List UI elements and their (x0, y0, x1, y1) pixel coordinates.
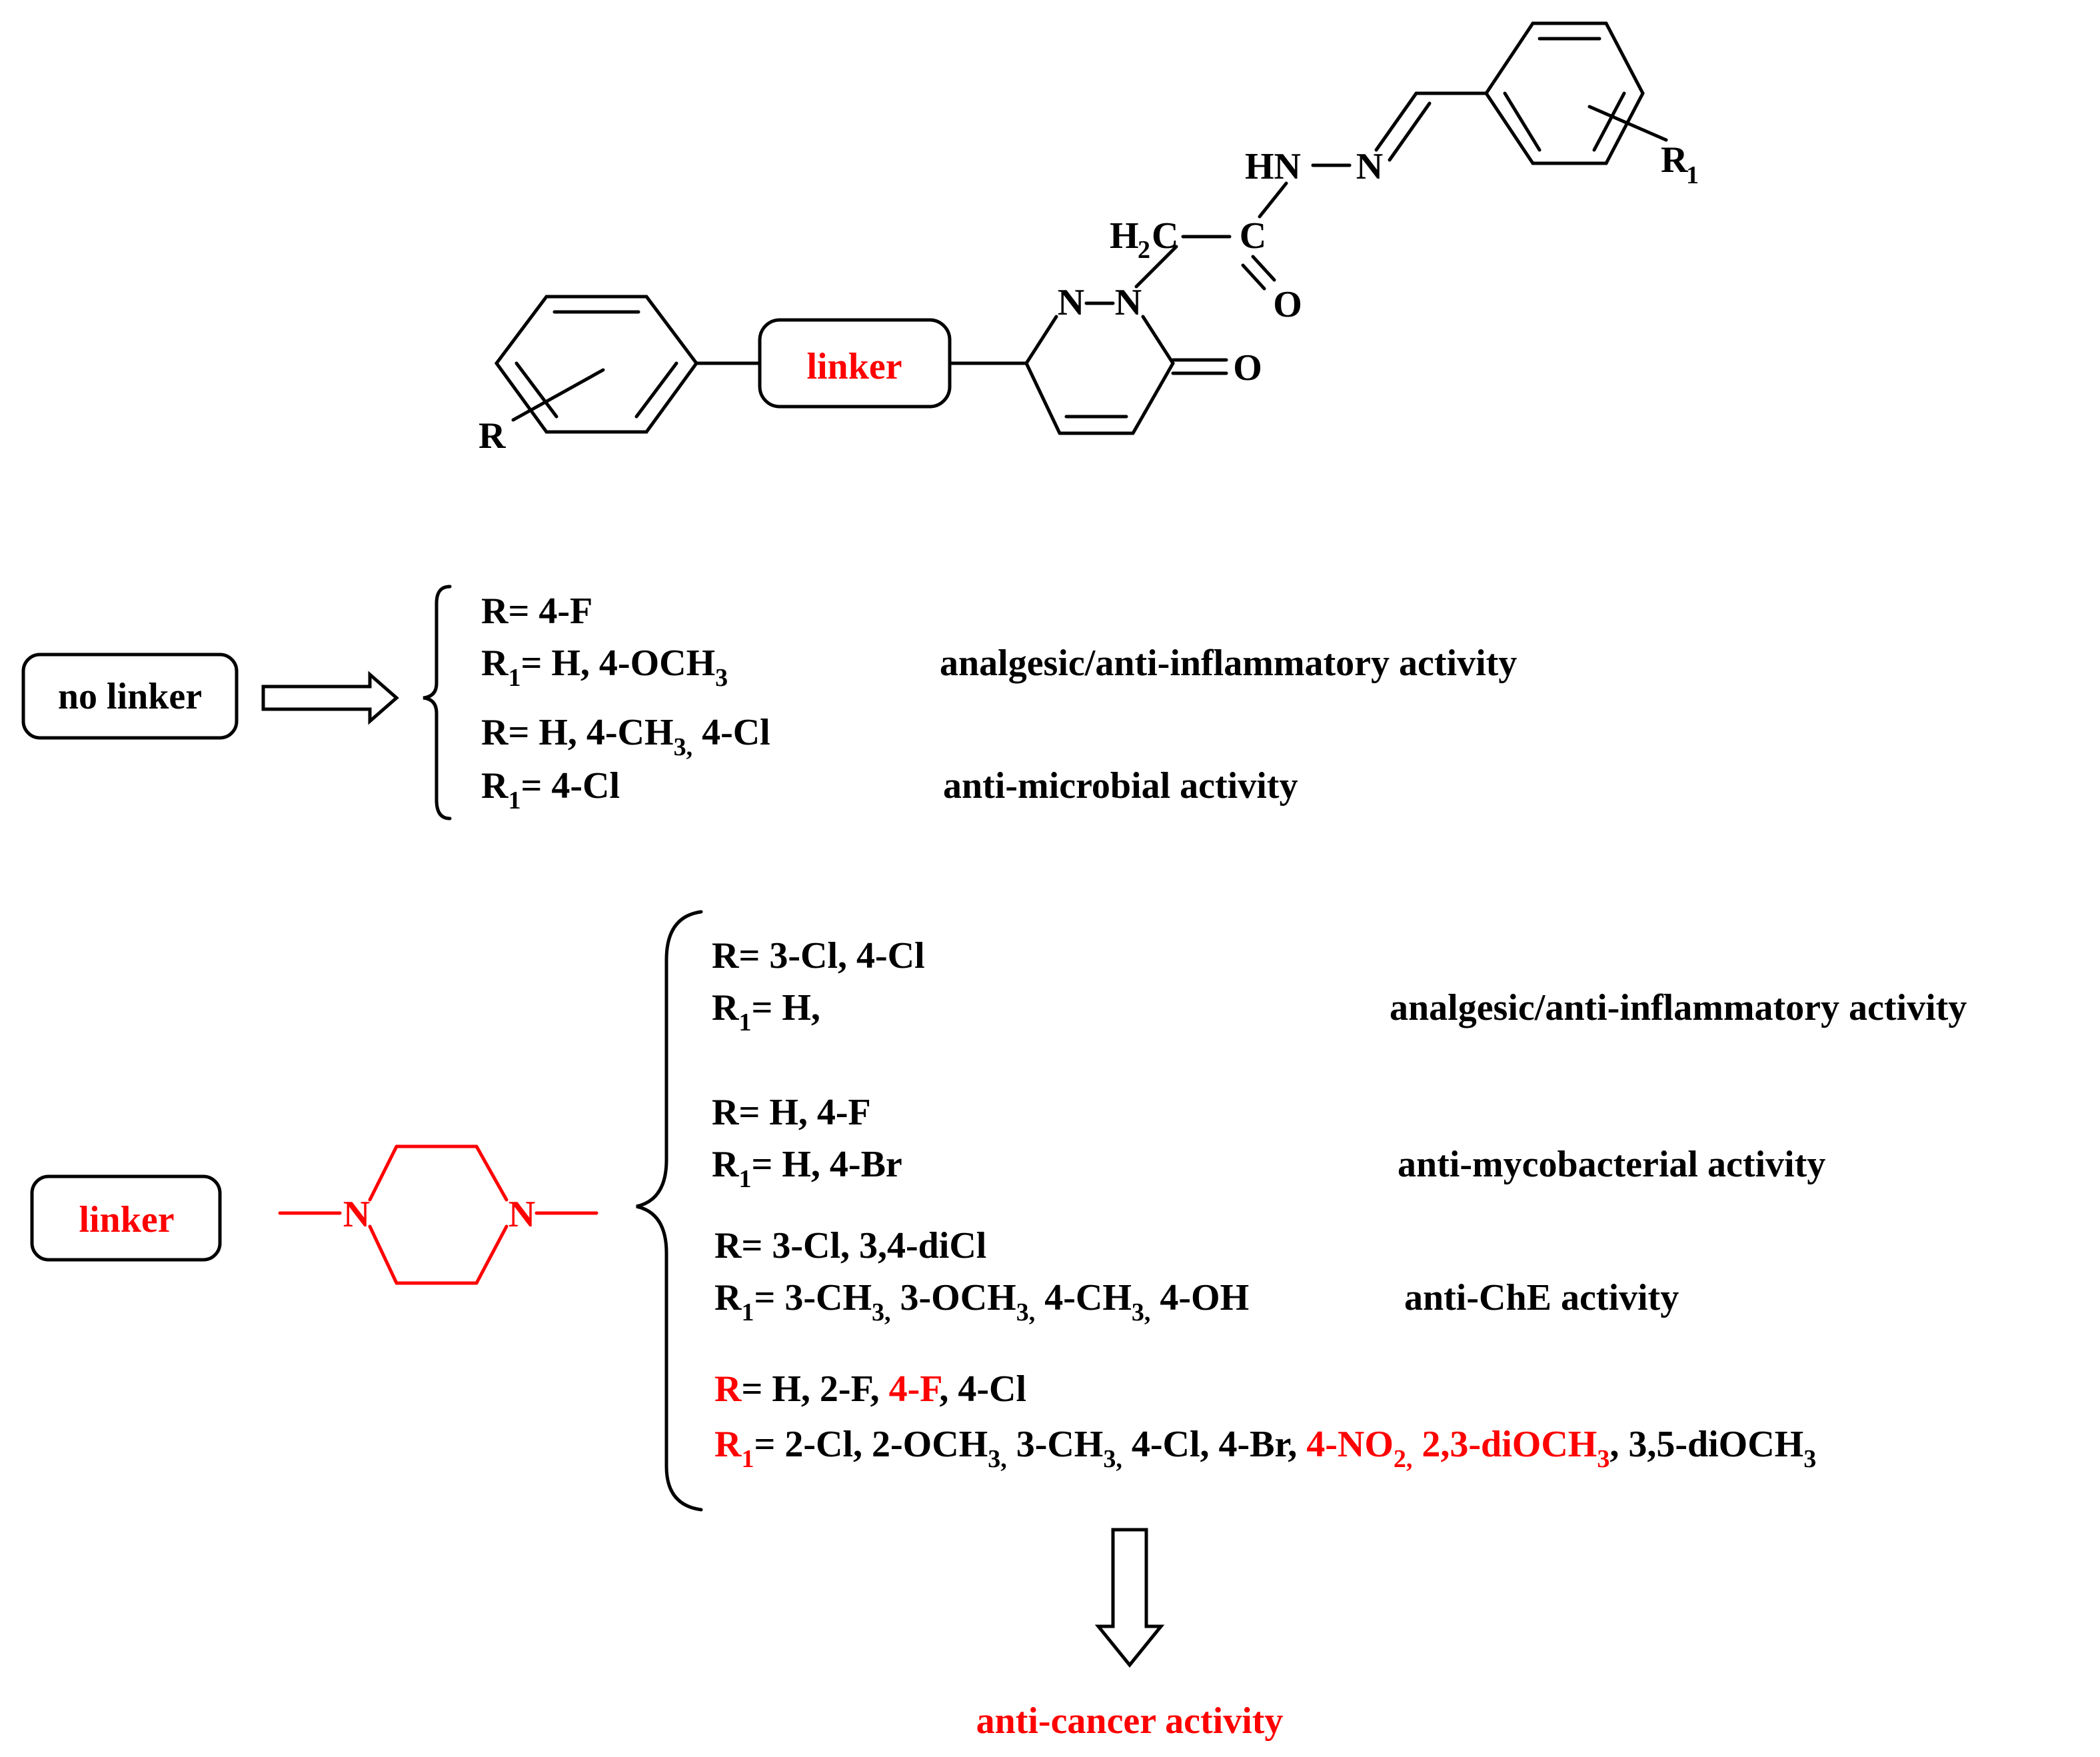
no-linker-activity-1: analgesic/anti-inflammatory activity (940, 643, 1517, 684)
no-linker-r1-2: R1= 4-Cl (481, 765, 620, 815)
pip-activity-2: anti-mycobacterial activity (1398, 1144, 1825, 1185)
pip-r-2: R= H, 4-F (712, 1092, 871, 1133)
piperazine-ring (278, 1144, 598, 1285)
r-substituent-label: R (479, 415, 506, 457)
no-linker-activity-2: anti-microbial activity (943, 765, 1298, 807)
anti-cancer-outcome: anti-cancer activity (976, 1700, 1284, 1742)
core-structure: R linker N N O H 2 C (479, 21, 1699, 457)
hollow-arrow-right-icon (261, 671, 399, 725)
methylene-subscript: 2 (1138, 236, 1150, 264)
pip-r1-3: R1= 3-CH3, 3-OCH3, 4-CH3, 4-OH (714, 1277, 1249, 1326)
pyridazinone-ring (1024, 301, 1228, 435)
ring-carbonyl-oxygen: O (1233, 347, 1262, 389)
ring-nitrogen-1: N (1058, 282, 1084, 323)
piperazine-nitrogen-right: N (509, 1194, 535, 1235)
pip-r1-2: R1= H, 4-Br (712, 1144, 902, 1193)
no-linker-r-2: R= H, 4-CH3, 4-Cl (481, 712, 770, 761)
pip-r-3: R= 3-Cl, 3,4-diCl (714, 1225, 986, 1266)
benzene-ring-right (1484, 21, 1668, 165)
piperazine-nitrogen-left: N (343, 1194, 370, 1235)
methylene-c: C (1152, 215, 1178, 257)
no-linker-label: no linker (58, 676, 202, 717)
no-linker-box (21, 653, 239, 740)
pip-r1-4: R1= 2-Cl, 2-OCH3, 3-CH3, 4-Cl, 4-Br, 4-N… (714, 1424, 1816, 1473)
pip-activity-3: anti-ChE activity (1404, 1277, 1679, 1318)
r1-substituent-subscript: 1 (1686, 161, 1699, 189)
no-linker-section: no linker R= 4-F R1= H, 4-OCH3 analgesic… (21, 585, 1517, 821)
benzene-ring-left (494, 295, 699, 434)
pip-r-4: R= H, 2-F, 4-F, 4-Cl (714, 1368, 1026, 1410)
r1-substituent-label: R (1661, 139, 1688, 181)
no-linker-r1-1: R1= H, 4-OCH3 (481, 643, 728, 692)
linker-label-2: linker (79, 1199, 174, 1240)
linker-box-2 (30, 1174, 222, 1262)
pip-r-1: R= 3-Cl, 4-Cl (712, 935, 925, 976)
piperazine-section: linker N N R= 3-Cl, 4-Cl R1= H, analgesi… (30, 910, 1967, 1742)
curly-brace-icon (423, 585, 452, 821)
no-linker-r-1: R= 4-F (481, 591, 592, 632)
pip-activity-1: analgesic/anti-inflammatory activity (1390, 987, 1967, 1028)
pip-r1-1: R1= H, (712, 987, 820, 1036)
methylene-h: H (1110, 215, 1139, 257)
hydrazide-nh: HN (1245, 146, 1301, 187)
linker-label: linker (806, 346, 902, 387)
amide-oxygen: O (1273, 284, 1302, 325)
amide-carbon: C (1240, 215, 1266, 257)
imine-nitrogen: N (1356, 146, 1383, 187)
curly-brace-large-icon (636, 910, 703, 1512)
ring-nitrogen-2: N (1115, 282, 1142, 323)
linker-box: linker (758, 318, 952, 409)
hollow-arrow-down-icon (1094, 1528, 1165, 1668)
